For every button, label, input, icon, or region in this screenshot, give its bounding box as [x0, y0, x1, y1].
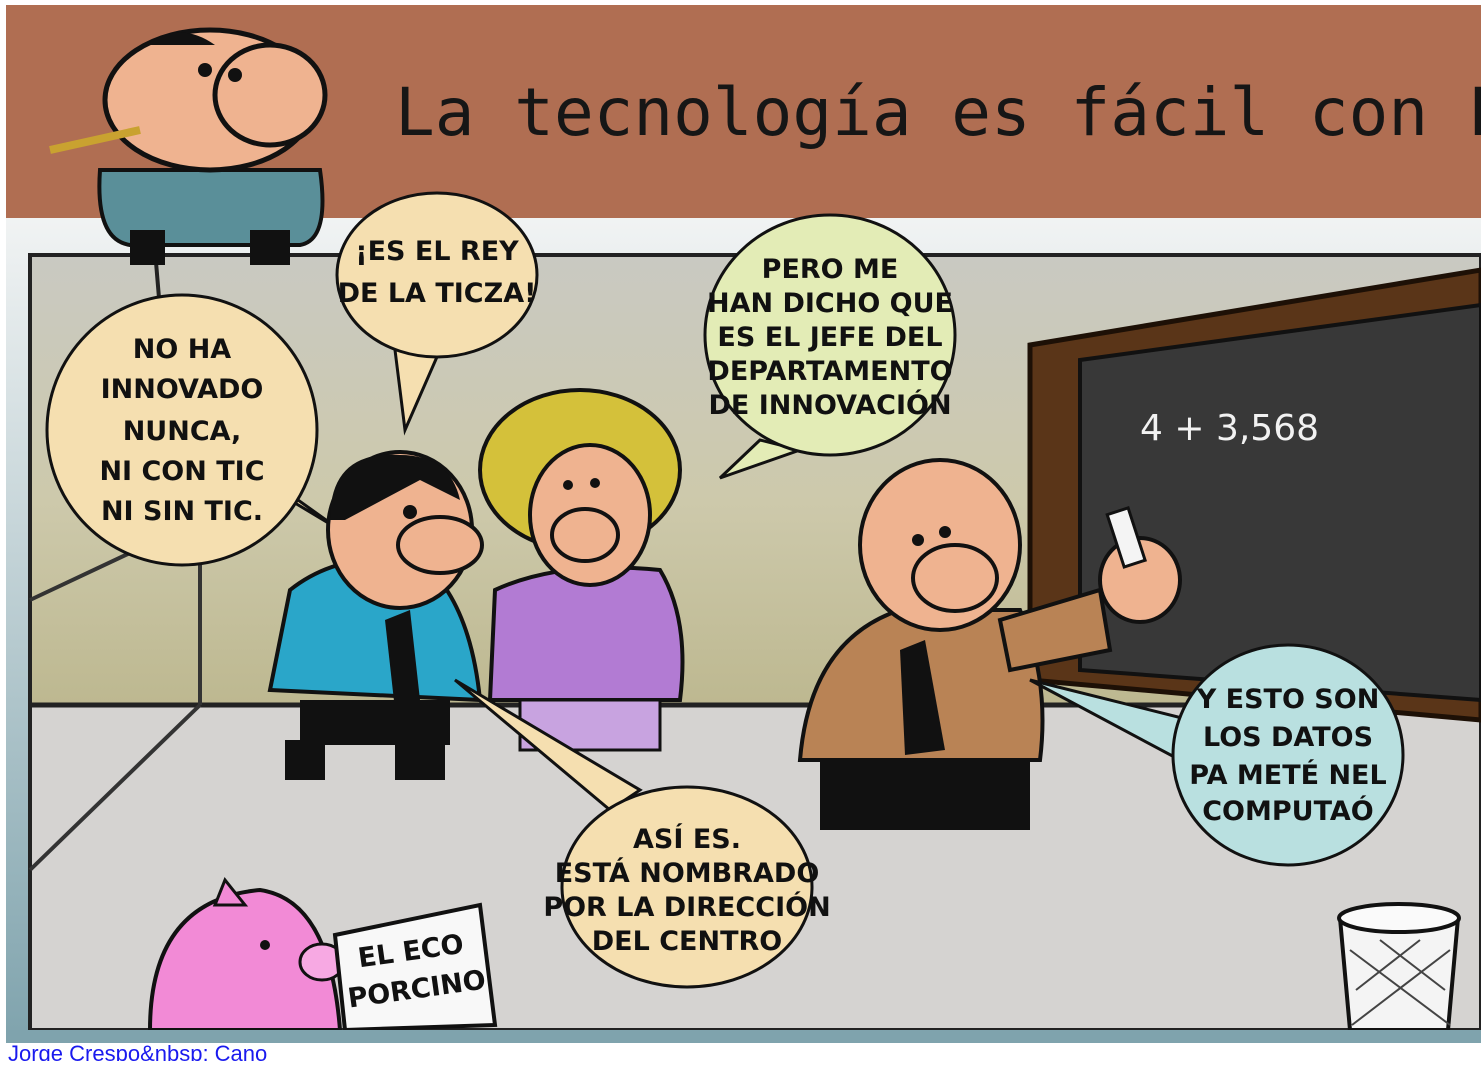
teacher-bald	[797, 458, 1182, 830]
speech-balloon-right: Y ESTO SON LOS DATOS PA METÉ NEL COMPUTA…	[1029, 643, 1405, 867]
balloon-left-line-3: NUNCA,	[123, 416, 242, 447]
balloon-right-line-3: PA METÉ NEL	[1189, 759, 1386, 791]
balloon-right-line-1: Y ESTO SON	[1196, 684, 1380, 715]
balloon-middle-line-3: ES EL JEFE DEL	[717, 322, 942, 353]
balloon-middle-line-5: DE INNOVACIÓN	[708, 389, 951, 421]
balloon-left-line-2: INNOVADO	[101, 374, 264, 405]
balloon-bottom-line-2: ESTÁ NOMBRADO	[555, 857, 820, 889]
speech-balloon-top: ¡ES EL REY DE LA TICZA!	[335, 191, 539, 436]
balloon-top-line-1: ¡ES EL REY	[355, 236, 519, 267]
balloon-middle-line-4: DEPARTAMENTO	[707, 356, 952, 387]
pig-character	[147, 877, 346, 1032]
balloon-middle-line-1: PERO ME	[762, 254, 899, 285]
balloon-bottom-line-1: ASÍ ES.	[633, 823, 741, 855]
speech-balloon-left: NO HA INNOVADO NUNCA, NI CON TIC NI SIN …	[45, 293, 341, 567]
balloon-bottom-line-3: POR LA DIRECCIÓN	[543, 891, 830, 923]
balloon-right-line-2: LOS DATOS	[1203, 722, 1373, 753]
balloon-right-line-4: COMPUTAÓ	[1202, 795, 1374, 827]
speech-balloon-middle: PERO ME HAN DICHO QUE ES EL JEFE DEL DEP…	[703, 213, 957, 480]
newspaper-sign: EL ECO PORCINO	[332, 902, 498, 1033]
balloon-top-line-2: DE LA TICZA!	[338, 278, 537, 309]
balloon-left-line-5: NI SIN TIC.	[101, 496, 263, 527]
balloon-bottom-line-4: DEL CENTRO	[592, 926, 782, 957]
blackboard-equation: 4 + 3,568	[1140, 408, 1319, 449]
balloon-middle-line-2: HAN DICHO QUE	[707, 288, 953, 319]
man-blue-shirt	[267, 450, 484, 780]
balloon-left-line-4: NI CON TIC	[99, 456, 264, 487]
author-credit-link[interactable]: Jorge Crespo&nbsp; Cano	[8, 1043, 268, 1061]
speech-balloon-bottom: ASÍ ES. ESTÁ NOMBRADO POR LA DIRECCIÓN D…	[454, 678, 831, 989]
comic-title: La tecnología es fácil con Lur	[395, 74, 1481, 151]
balloon-left-line-1: NO HA	[133, 334, 232, 365]
waste-basket	[1337, 902, 1461, 1032]
